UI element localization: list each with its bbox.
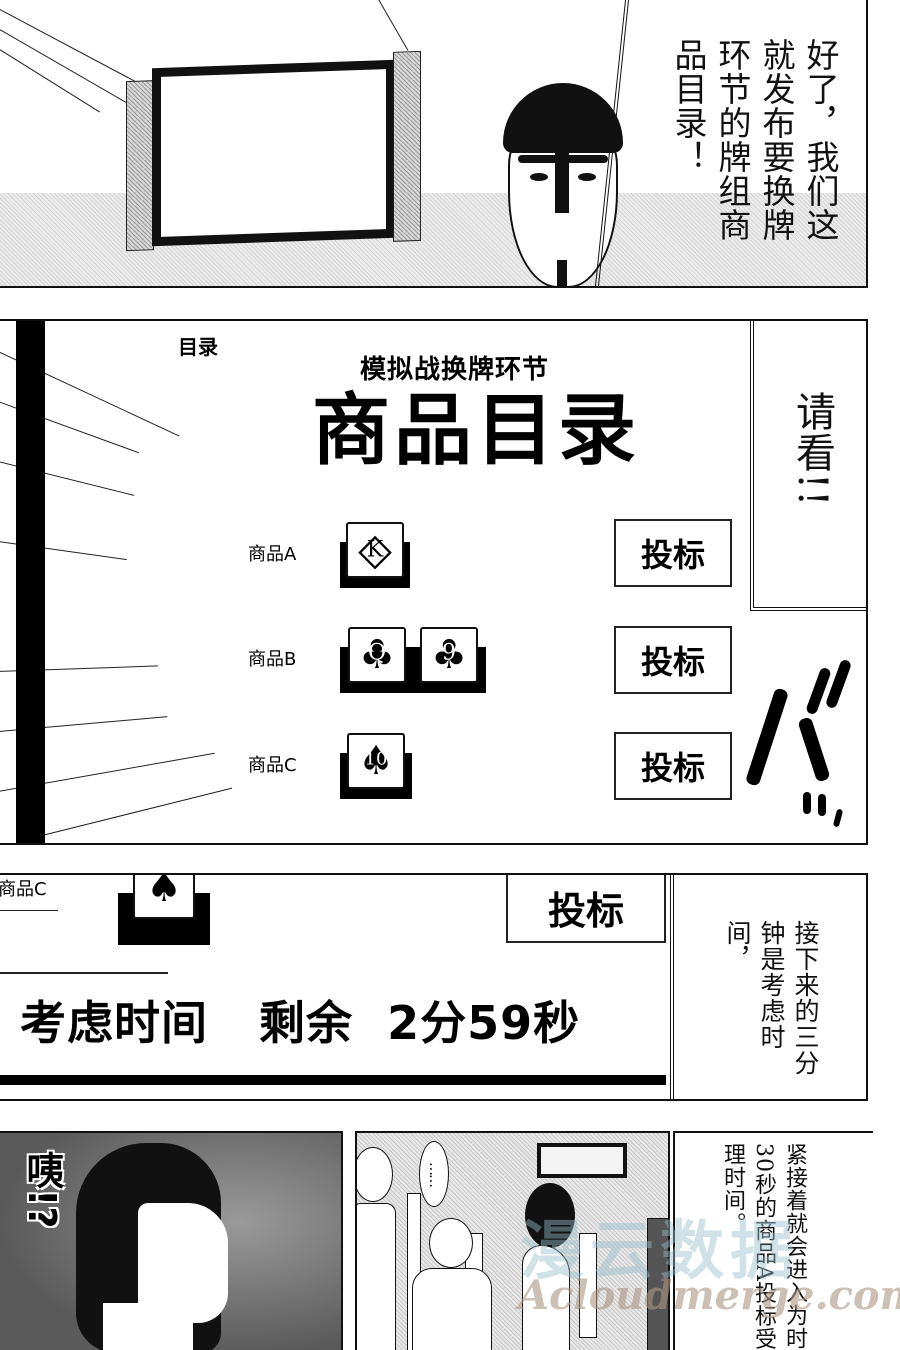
sfx-stroke	[797, 716, 831, 783]
screen-bezel-bar	[16, 321, 45, 843]
diamond-icon: ◇	[358, 524, 392, 575]
thought-bubble: ……	[419, 1141, 449, 1207]
panel-girl-surprised: 咦!?	[0, 1131, 343, 1350]
monitor-speaker-right	[393, 50, 421, 242]
item-b-label: 商品B	[248, 649, 297, 670]
speed-line	[0, 972, 168, 974]
catalog-title: 商品目录	[312, 386, 641, 476]
item-c-cards: ♠ 10	[340, 733, 412, 799]
sfx-stroke	[803, 792, 811, 814]
speech-panel	[750, 321, 866, 611]
wall-slot	[579, 1233, 597, 1338]
chin-paint	[557, 260, 567, 286]
catalog-corner-label: 目录	[178, 335, 218, 359]
card-10-spade: ♠ 10	[347, 733, 405, 789]
sfx-stroke	[805, 666, 832, 716]
monk-body	[412, 1268, 492, 1350]
panel-timer: 商品C ♠ 投标 考虑时间 剩余 2分59秒 接下来的三分钟是考虑时间，	[0, 873, 868, 1101]
speed-line	[377, 0, 409, 51]
eye	[530, 173, 548, 181]
panel-caption-bid-window: 紧接着就会进入为时30秒的商品A投标受理时间。	[673, 1131, 873, 1350]
club-icon: ♣	[359, 632, 395, 678]
item-c-label-cropped: 商品C	[0, 879, 47, 900]
card-10-spade: ♠	[133, 873, 195, 919]
face-paint	[518, 155, 608, 163]
spade-icon: ♠	[358, 738, 394, 784]
club-icon: ♣	[431, 632, 467, 678]
bid-button-item-c-zoomed[interactable]: 投标	[506, 875, 666, 943]
ellipsis-text: ……	[426, 1162, 442, 1186]
background-monitor	[537, 1143, 627, 1178]
sfx-stroke	[744, 687, 790, 787]
caption-box	[670, 875, 866, 1099]
item-c-label: 商品C	[248, 755, 297, 776]
sfx-stroke	[818, 794, 826, 816]
bid-button-item-c[interactable]: 投标	[614, 732, 732, 800]
face-paint	[555, 143, 569, 213]
speed-line	[37, 787, 233, 837]
announcer-hair	[503, 83, 623, 153]
panel-announcer: 好了，我们这就发布要换牌环节的牌组商品目录！	[0, 0, 868, 288]
bald-man-head	[357, 1147, 393, 1202]
caption-please-look: 请看!!	[789, 391, 835, 508]
sfx-stroke	[832, 808, 844, 828]
item-c-card-cropped: ♠	[118, 873, 210, 945]
card-9-club: ♣ 9	[420, 627, 478, 683]
monitor-screen	[152, 59, 395, 247]
catalog-subtitle: 模拟战换牌环节	[360, 355, 550, 385]
sfx-bah	[744, 647, 855, 828]
item-b-cards: ♣ Q ♣ 9	[340, 627, 486, 693]
card-rank: 9	[442, 640, 456, 666]
speed-line	[0, 28, 137, 109]
caption-announcement: 好了，我们这就发布要换牌环节的牌组商品目录！	[669, 38, 840, 242]
sfx-stroke	[824, 658, 853, 710]
monk-head	[429, 1218, 473, 1268]
exclamation-text: 咦!?	[20, 1151, 64, 1229]
countdown-timer: 考虑时间 剩余 2分59秒	[20, 996, 581, 1050]
card-k-diamond: ◇ K	[346, 522, 404, 578]
card-rank: K	[366, 537, 384, 563]
girl-neck	[103, 1303, 193, 1350]
caption-bid-window: 紧接着就会进入为时30秒的商品A投标受理时间。	[720, 1143, 807, 1350]
spade-icon: ♠	[146, 873, 182, 912]
bid-button-item-b[interactable]: 投标	[614, 626, 732, 694]
monitor-speaker-left	[126, 80, 154, 252]
panel-contestants: ……	[355, 1131, 670, 1350]
panel-catalog-screen: 目录 模拟战换牌环节 商品目录 商品A ◇ K 投标 商品B ♣ Q ♣ 9 投…	[0, 319, 868, 845]
speed-line	[0, 910, 58, 911]
masked-announcer	[498, 83, 628, 286]
eye	[578, 173, 596, 181]
girl2-body	[522, 1245, 570, 1350]
bald-man-body	[357, 1203, 396, 1350]
bid-button-item-a[interactable]: 投标	[614, 519, 732, 587]
card-rank: 10	[364, 748, 388, 770]
screen-bottom-bezel	[0, 1075, 666, 1085]
item-a-label: 商品A	[248, 544, 297, 565]
caption-thinking-time: 接下来的三分钟是考虑时间，	[723, 920, 820, 1076]
card-q-club: ♣ Q	[348, 627, 406, 683]
wall-monitor	[126, 50, 421, 252]
card-rank: Q	[367, 640, 387, 666]
item-a-cards: ◇ K	[340, 522, 410, 588]
foreground-figure	[647, 1218, 668, 1350]
girl2-hair	[525, 1183, 575, 1248]
